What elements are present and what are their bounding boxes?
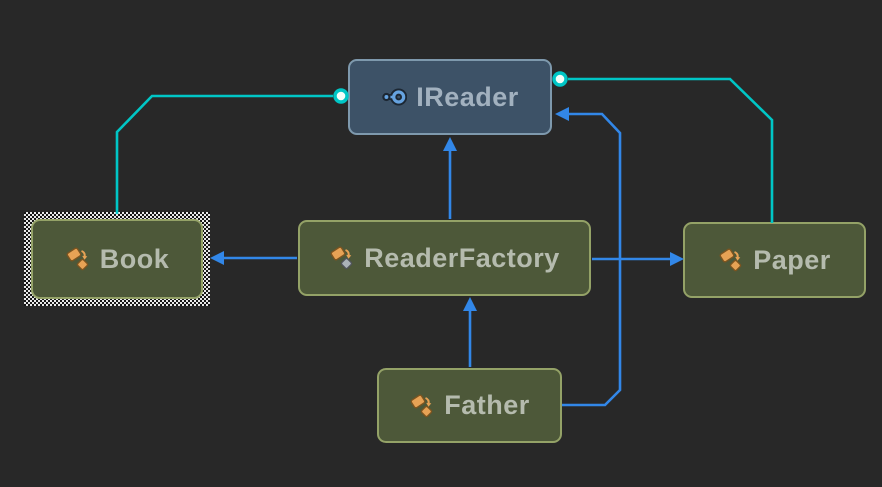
arrowhead <box>555 107 569 121</box>
node-label: IReader <box>416 81 519 112</box>
node-father[interactable]: Father <box>377 368 562 443</box>
lollipop-circle <box>333 88 349 104</box>
node-label: Father <box>444 390 530 420</box>
node-label: Book <box>99 243 170 274</box>
node-ireader[interactable]: IReader <box>348 59 552 135</box>
selection-marquee: Book <box>24 212 210 306</box>
arrowhead <box>463 297 477 311</box>
edge-father-readerfactory[interactable] <box>463 297 477 367</box>
class-icon <box>66 247 88 271</box>
class-icon <box>330 246 353 270</box>
node-label: ReaderFactory <box>364 242 560 273</box>
class-icon <box>410 394 433 417</box>
arrowhead <box>210 251 224 265</box>
arrowhead <box>443 137 457 151</box>
interface-icon <box>382 88 408 106</box>
edge-paper-ireader[interactable] <box>552 71 774 223</box>
class-icon <box>719 248 742 272</box>
edge-readerfactory-ireader[interactable] <box>443 137 457 219</box>
edge-readerfactory-paper[interactable] <box>592 252 684 266</box>
node-paper[interactable]: Paper <box>683 222 866 298</box>
node-label: Paper <box>753 244 831 275</box>
edge-readerfactory-book[interactable] <box>210 251 297 265</box>
node-book[interactable]: Book <box>31 219 203 299</box>
edge-book-ireader[interactable] <box>115 88 349 214</box>
node-readerfactory[interactable]: ReaderFactory <box>298 220 591 296</box>
lollipop-circle <box>552 71 568 87</box>
arrowhead <box>670 252 684 266</box>
